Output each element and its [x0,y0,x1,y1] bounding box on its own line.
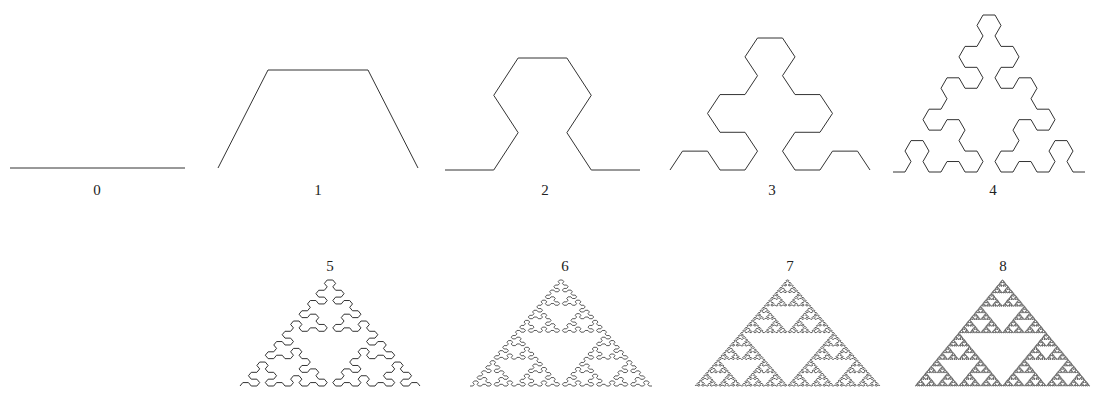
arrowhead-curve [893,15,1085,172]
arrowhead-curve [695,280,880,386]
order-number: 0 [93,183,101,198]
order-number: 1 [314,183,322,198]
arrowhead-curve [218,70,418,168]
arrowhead-curve [10,168,185,169]
order-number: 2 [541,183,549,198]
arrowhead-curve [670,38,870,170]
arrowhead-curve [240,280,420,386]
order-number: 8 [999,259,1007,274]
order-number: 4 [989,183,997,198]
arrowhead-curve [445,58,640,170]
arrowhead-curve [915,280,1090,386]
order-number: 3 [768,183,776,198]
arrowhead-curve [470,280,652,386]
order-number: 7 [786,259,794,274]
order-number: 6 [561,259,569,274]
order-number: 5 [326,259,334,274]
